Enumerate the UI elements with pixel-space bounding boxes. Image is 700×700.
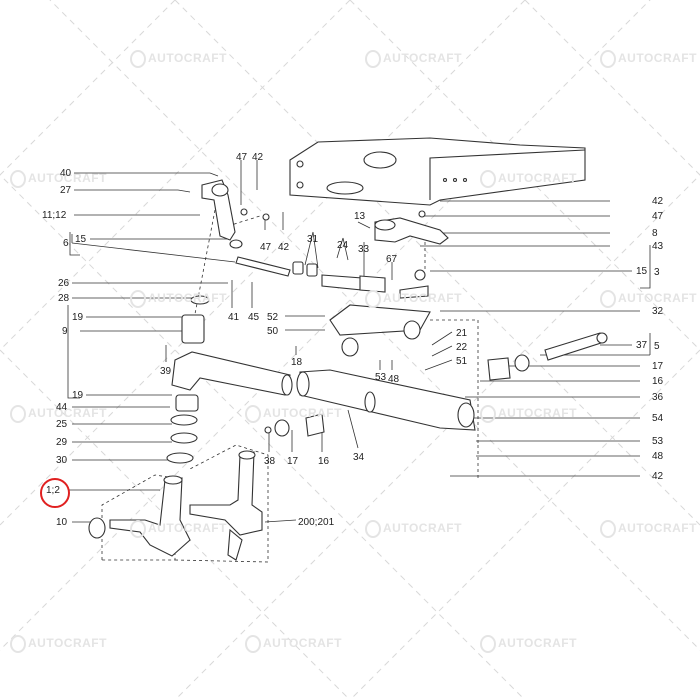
watermark: AUTOCRAFT — [130, 520, 227, 538]
callout-11-12[interactable]: 11;12 — [42, 210, 67, 221]
callout-6[interactable]: 6 — [63, 238, 69, 249]
callout-39[interactable]: 39 — [160, 366, 172, 377]
callout-3[interactable]: 3 — [654, 267, 660, 278]
callout-15[interactable]: 15 — [636, 266, 648, 277]
callout-200-201[interactable]: 200;201 — [298, 517, 335, 528]
watermark: AUTOCRAFT — [600, 520, 697, 538]
watermark: AUTOCRAFT — [600, 50, 697, 68]
watermark: AUTOCRAFT — [130, 50, 227, 68]
callout-19[interactable]: 19 — [72, 390, 84, 401]
callout-47[interactable]: 47 — [652, 211, 664, 222]
spindle-left — [88, 475, 191, 557]
callout-31[interactable]: 31 — [307, 234, 319, 245]
callout-26[interactable]: 26 — [58, 278, 70, 289]
callout-38[interactable]: 38 — [264, 456, 276, 467]
callout-17[interactable]: 17 — [652, 361, 664, 372]
watermark: AUTOCRAFT — [365, 50, 462, 68]
callout-45[interactable]: 45 — [248, 312, 260, 323]
callout-18[interactable]: 18 — [291, 357, 303, 368]
callout-36[interactable]: 36 — [652, 392, 664, 403]
watermark: AUTOCRAFT — [480, 405, 577, 423]
watermark: AUTOCRAFT — [365, 520, 462, 538]
callout-53[interactable]: 53 — [652, 436, 664, 447]
axle-beam — [296, 304, 476, 431]
callout-54[interactable]: 54 — [652, 413, 664, 424]
callout-51[interactable]: 51 — [456, 356, 468, 367]
callout-17[interactable]: 17 — [287, 456, 299, 467]
watermark: AUTOCRAFT — [245, 405, 342, 423]
callout-13[interactable]: 13 — [354, 211, 366, 222]
callout-24[interactable]: 24 — [337, 240, 349, 251]
watermark: AUTOCRAFT — [480, 170, 577, 188]
callout-10[interactable]: 10 — [56, 517, 68, 528]
callout-32[interactable]: 32 — [652, 306, 664, 317]
callout-9[interactable]: 9 — [62, 326, 68, 337]
callout-16[interactable]: 16 — [652, 376, 664, 387]
watermark: AUTOCRAFT — [130, 290, 227, 308]
callout-29[interactable]: 29 — [56, 437, 68, 448]
callout-53[interactable]: 53 — [375, 372, 387, 383]
dashed-guides — [101, 209, 479, 563]
callout-33[interactable]: 33 — [358, 244, 370, 255]
callout-1-2[interactable]: 1;2 — [46, 485, 60, 496]
callout-37[interactable]: 37 — [636, 340, 648, 351]
leader-lines — [67, 160, 651, 523]
callout-42[interactable]: 42 — [652, 196, 664, 207]
callout-43[interactable]: 43 — [652, 241, 664, 252]
callout-5[interactable]: 5 — [654, 341, 660, 352]
callout-42[interactable]: 42 — [252, 152, 264, 163]
watermark: AUTOCRAFT — [10, 170, 107, 188]
callout-25[interactable]: 25 — [56, 419, 68, 430]
callout-42[interactable]: 42 — [652, 471, 664, 482]
callout-8[interactable]: 8 — [652, 228, 658, 239]
steering-arm-right — [374, 210, 449, 281]
highlight-circle[interactable] — [40, 478, 70, 508]
callout-41[interactable]: 41 — [228, 312, 240, 323]
callout-52[interactable]: 52 — [267, 312, 279, 323]
callout-50[interactable]: 50 — [267, 326, 279, 337]
callout-48[interactable]: 48 — [388, 374, 400, 385]
callout-16[interactable]: 16 — [318, 456, 330, 467]
axle-extension — [171, 314, 608, 396]
frame-assembly — [289, 137, 586, 206]
spindle-right — [189, 450, 263, 561]
callout-27[interactable]: 27 — [60, 185, 72, 196]
callout-44[interactable]: 44 — [56, 402, 68, 413]
watermark: AUTOCRAFT — [480, 635, 577, 653]
callout-22[interactable]: 22 — [456, 342, 468, 353]
callout-34[interactable]: 34 — [353, 452, 365, 463]
watermark: AUTOCRAFT — [600, 290, 697, 308]
callout-67[interactable]: 67 — [386, 254, 398, 265]
callout-30[interactable]: 30 — [56, 455, 68, 466]
callout-47[interactable]: 47 — [260, 242, 272, 253]
callout-42[interactable]: 42 — [278, 242, 290, 253]
watermark: AUTOCRAFT — [10, 635, 107, 653]
callout-48[interactable]: 48 — [652, 451, 664, 462]
callout-28[interactable]: 28 — [58, 293, 70, 304]
watermark: AUTOCRAFT — [245, 635, 342, 653]
watermark: AUTOCRAFT — [10, 405, 107, 423]
watermark: AUTOCRAFT — [365, 290, 462, 308]
callout-19[interactable]: 19 — [72, 312, 84, 323]
callout-47[interactable]: 47 — [236, 152, 248, 163]
callout-40[interactable]: 40 — [60, 168, 72, 179]
callout-15[interactable]: 15 — [75, 234, 87, 245]
callout-21[interactable]: 21 — [456, 328, 468, 339]
